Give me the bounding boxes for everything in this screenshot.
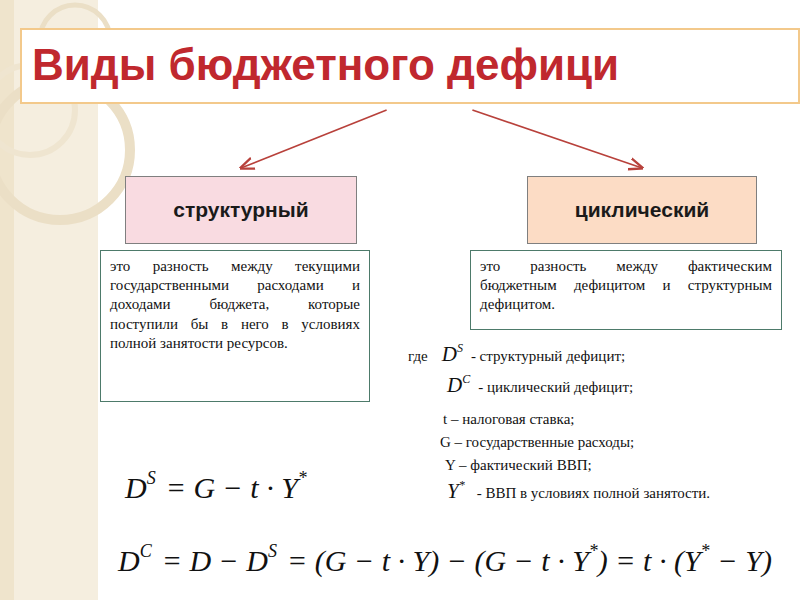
side-edge	[0, 0, 14, 600]
formula-term: = D − D	[162, 544, 268, 577]
formula-line: где DS - структурный дефицит;	[408, 341, 798, 367]
title-text: Виды бюджетного дефици	[32, 36, 788, 93]
formula-term: D	[447, 373, 462, 397]
note-text: где	[408, 348, 428, 364]
superscript: S	[457, 341, 463, 355]
definition-box: это разность между текущими государствен…	[100, 250, 370, 402]
formula-line: DC= D − DS= (G − t · Y) − (G − t · Y*) =…	[118, 541, 793, 578]
note-text: - циклический дефицит;	[478, 379, 633, 395]
formula-term: Y	[447, 479, 459, 503]
type-box: структурный	[125, 176, 357, 244]
note-text: G – государственные расходы;	[440, 434, 634, 450]
type-name: циклический	[575, 198, 709, 222]
superscript: *	[459, 478, 465, 492]
superscript: *	[701, 541, 710, 561]
note-text: t – налоговая ставка;	[443, 411, 574, 427]
formula-term: D	[125, 471, 147, 504]
definition-box: это разность между фактическим бюджетным…	[470, 250, 782, 330]
formula-term: = (G − t · Y) − (G − t · Y	[287, 544, 589, 577]
note-text: - структурный дефицит;	[471, 348, 625, 364]
formula-line: Y – фактический ВВП;	[445, 456, 785, 474]
type-box: циклический	[527, 176, 757, 244]
formula-term: D	[442, 342, 457, 366]
arrow-connector	[241, 110, 387, 168]
formula-line: G – государственные расходы;	[440, 433, 780, 451]
formula-term: ) = t · (Y	[598, 544, 701, 577]
formula-term: D	[118, 544, 140, 577]
formula-line: Y* - ВВП в условиях полной занятости.	[447, 478, 732, 504]
formula-term: − Y)	[718, 544, 772, 577]
arrow-connector	[472, 110, 642, 168]
title-box: Виды бюджетного дефици	[20, 28, 800, 104]
definition-text: это разность между текущими государствен…	[110, 257, 360, 353]
superscript: S	[147, 468, 156, 488]
note-text: Y – фактический ВВП;	[445, 457, 592, 473]
formula-line: t – налоговая ставка;	[443, 410, 783, 428]
superscript: C	[140, 541, 152, 561]
superscript: *	[589, 541, 598, 561]
formula-line: DC - циклический дефицит;	[447, 372, 787, 398]
superscript: S	[268, 541, 277, 561]
formula-line: DS = G − t · Y*	[125, 468, 455, 505]
note-text: - ВВП в условиях полной занятости.	[477, 485, 710, 501]
definition-text: это разность между фактическим бюджетным…	[480, 257, 772, 315]
superscript: *	[298, 468, 307, 488]
formula-term: = G − t · Y	[166, 471, 298, 504]
type-name: структурный	[173, 198, 308, 222]
superscript: C	[462, 372, 470, 386]
